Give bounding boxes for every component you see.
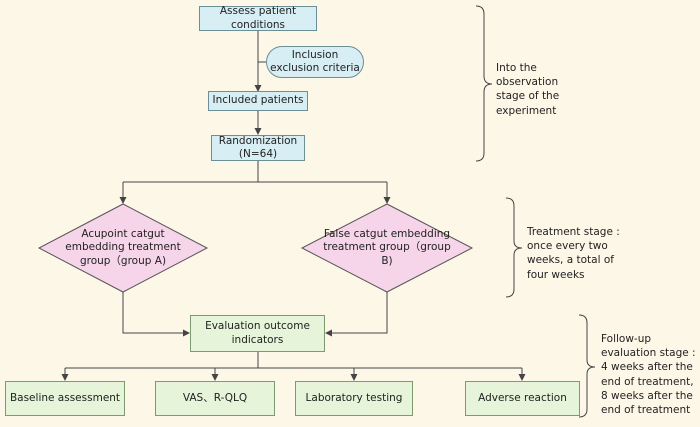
included-patients-box: Included patients (208, 91, 308, 111)
group-a-label: Acupoint catgut embedding treatment grou… (65, 227, 181, 267)
adverse-reaction-box: Adverse reaction (465, 381, 580, 416)
arrow-group-a-to-evaluation (122, 292, 190, 337)
brace-treatment (505, 197, 523, 298)
arrow-group-b-to-evaluation (325, 292, 388, 337)
group-b-label: False catgut embedding treatment group（g… (323, 227, 451, 267)
vas-rqlq-box: VAS、R-QLQ (155, 381, 275, 416)
inclusion-criteria-box: Inclusion exclusion criteria (266, 46, 364, 78)
evaluation-outcome-box: Evaluation outcome indicators (190, 315, 325, 352)
stage-observation-note: Into the observation stage of the experi… (496, 62, 560, 117)
laboratory-testing-box: Laboratory testing (295, 381, 413, 416)
brace-observation (475, 5, 493, 162)
stage-treatment-note: Treatment stage : once every two weeks, … (527, 226, 620, 281)
baseline-assessment-box: Baseline assessment (5, 381, 125, 416)
stage-followup-note: Follow-up evaluation stage : 4 weeks aft… (601, 333, 696, 416)
randomization-box: Randomization (N=64) (211, 135, 305, 161)
assess-patient-box: Assess patient conditions (199, 5, 317, 31)
brace-followup (578, 314, 596, 418)
